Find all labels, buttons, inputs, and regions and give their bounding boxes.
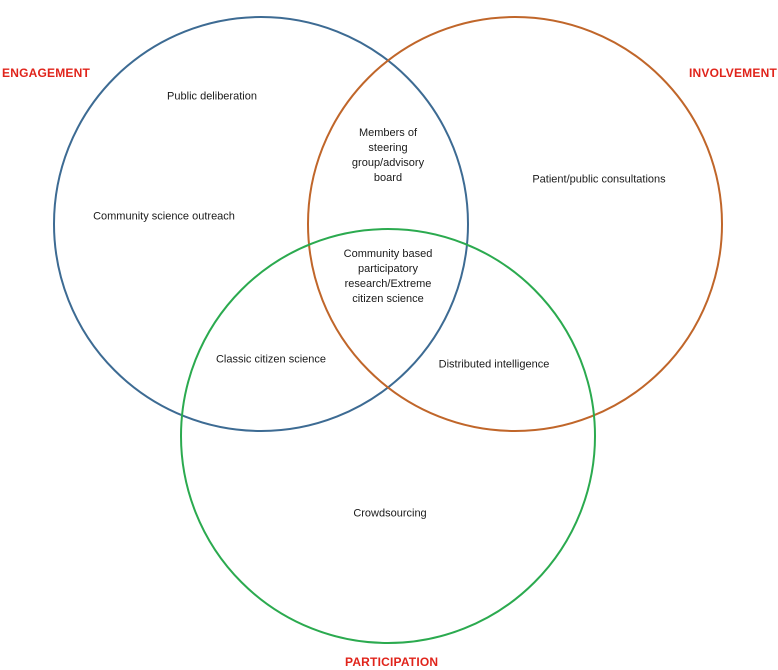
engagement-label: ENGAGEMENT xyxy=(2,66,91,80)
participation-circle xyxy=(180,228,596,644)
participation-label: PARTICIPATION xyxy=(345,655,439,669)
region-members-steering-group: Members of steering group/advisory board xyxy=(351,127,425,184)
region-classic-citizen-science: Classic citizen science xyxy=(215,353,327,366)
involvement-label: INVOLVEMENT xyxy=(689,66,777,80)
engagement-circle xyxy=(53,16,469,432)
region-public-deliberation: Public deliberation xyxy=(167,90,257,103)
region-crowdsourcing: Crowdsourcing xyxy=(353,507,427,520)
region-community-science-outreach: Community science outreach xyxy=(93,210,235,223)
region-community-based-research: Community based participatory research/E… xyxy=(343,248,433,305)
region-distributed-intelligence: Distributed intelligence xyxy=(438,358,550,371)
involvement-circle xyxy=(307,16,723,432)
region-patient-public-consultations: Patient/public consultations xyxy=(532,173,666,186)
